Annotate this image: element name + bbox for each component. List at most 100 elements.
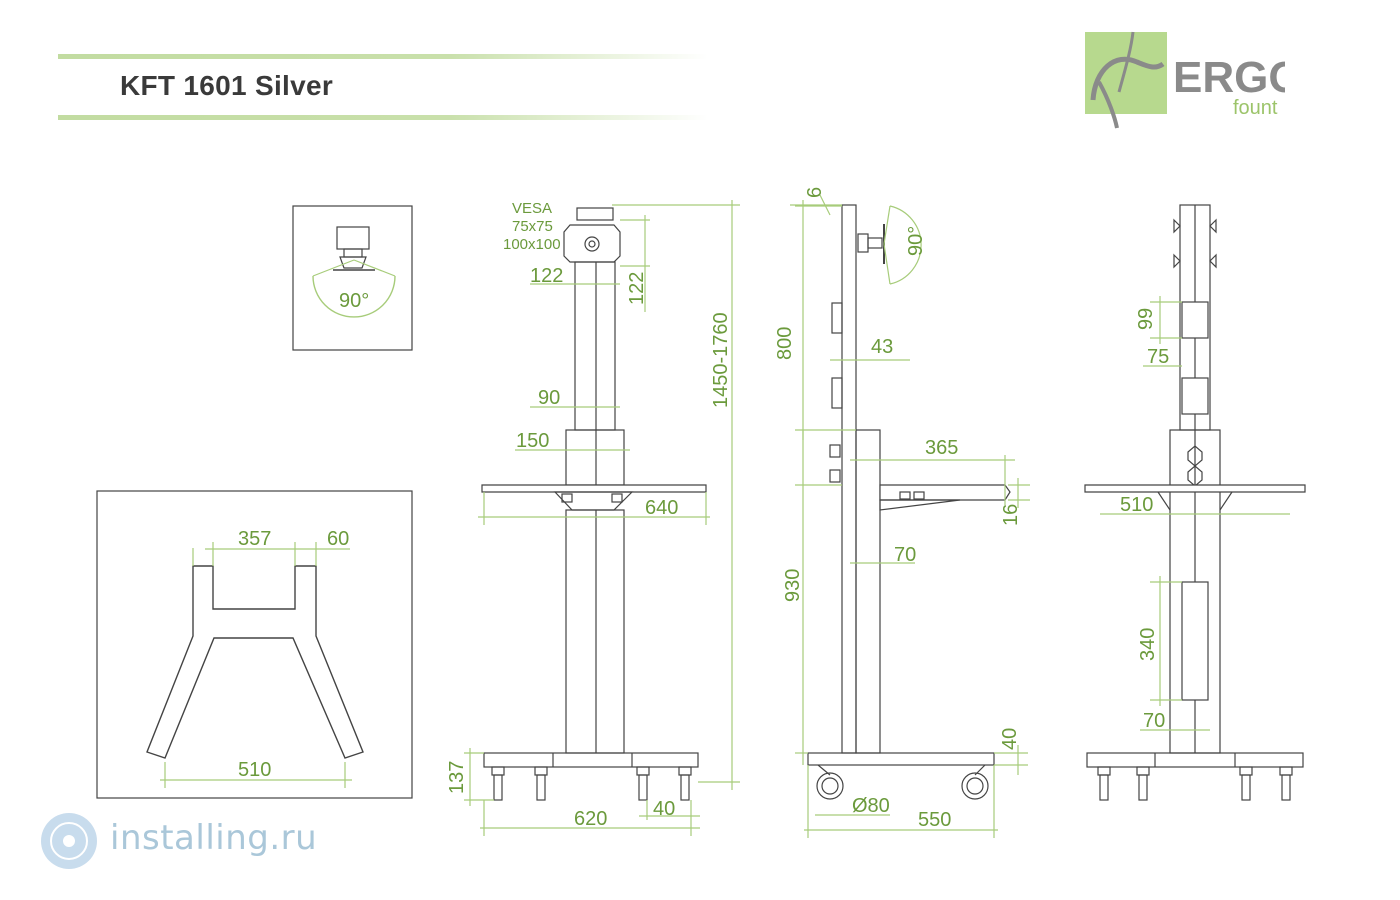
tilt-ray-right bbox=[353, 259, 396, 277]
dim-90: 90 bbox=[538, 387, 560, 409]
side-shelf bbox=[879, 484, 1011, 501]
shelf-bracket bbox=[553, 491, 634, 511]
caster-wheel-icon bbox=[1281, 774, 1291, 801]
side-base bbox=[807, 752, 995, 766]
dim-60: 60 bbox=[327, 528, 349, 550]
front-casters bbox=[491, 766, 692, 801]
watermark-gear-center bbox=[63, 835, 75, 847]
bracket-bolt bbox=[611, 493, 623, 503]
logo-brand-bottom: fount bbox=[1233, 97, 1278, 119]
dim-6: 6 bbox=[804, 187, 826, 198]
dim-510-base: 510 bbox=[238, 759, 271, 781]
dim-16: 16 bbox=[1000, 504, 1022, 526]
side-shelf-bracket bbox=[879, 499, 961, 511]
front-dimension-lines bbox=[464, 200, 740, 836]
dim-70-rear: 70 bbox=[1143, 710, 1165, 732]
mount-head-icon bbox=[336, 226, 370, 250]
side-column bbox=[841, 204, 857, 754]
rear-cable-cover bbox=[1181, 581, 1209, 701]
tilt-arc bbox=[312, 275, 396, 318]
dim-365: 365 bbox=[925, 437, 958, 459]
watermark-logo bbox=[36, 808, 326, 874]
caster-wheel-icon bbox=[638, 774, 648, 801]
base-frame-shape bbox=[146, 565, 364, 759]
upper-column bbox=[574, 261, 616, 431]
side-wheel-icon bbox=[816, 772, 844, 800]
cable-clip-icon bbox=[1181, 301, 1209, 339]
front-shelf bbox=[481, 484, 707, 493]
rear-hex-bolt-icon bbox=[1187, 465, 1203, 487]
side-wheel-icon bbox=[961, 772, 989, 800]
dim-99: 99 bbox=[1135, 308, 1157, 330]
dim-800: 800 bbox=[774, 327, 796, 360]
rear-mount-tab bbox=[1173, 218, 1181, 234]
side-view: 6 90° 800 43 365 16 70 930 40 Ø80 550 bbox=[774, 187, 1030, 838]
front-base bbox=[483, 752, 699, 768]
top-bracket bbox=[576, 207, 614, 221]
watermark-text: installing.ru bbox=[110, 818, 318, 858]
side-tilt-arc bbox=[889, 205, 922, 285]
base-top-view: 357 60 510 bbox=[96, 490, 413, 799]
column-sleeve bbox=[565, 429, 625, 486]
mount-neck bbox=[343, 248, 363, 258]
ext-line bbox=[883, 243, 891, 285]
caster-wheel-icon bbox=[1099, 774, 1109, 801]
tilt-detail-frame bbox=[292, 205, 413, 351]
rear-hex-bolt-icon bbox=[1187, 445, 1203, 467]
side-tilt-label: 90° bbox=[905, 226, 927, 256]
vesa-center-inner bbox=[588, 240, 596, 248]
caster-mount bbox=[1279, 766, 1293, 776]
dim-122-width: 122 bbox=[530, 265, 563, 287]
caster-mount bbox=[1239, 766, 1253, 776]
dim-70-side: 70 bbox=[894, 544, 916, 566]
lower-column bbox=[565, 509, 625, 754]
side-clip bbox=[831, 302, 843, 334]
dim-122-height: 122 bbox=[626, 272, 648, 305]
mount-joint bbox=[339, 256, 367, 269]
caster-wheel-icon bbox=[1241, 774, 1251, 801]
side-wheel-fork bbox=[817, 764, 831, 776]
vesa-center bbox=[584, 236, 600, 252]
caster-wheel-icon bbox=[1138, 774, 1148, 801]
page-title: KFT 1601 Silver bbox=[120, 70, 334, 101]
side-lower-column bbox=[855, 429, 881, 754]
base-view-frame bbox=[96, 490, 413, 799]
caster-mount bbox=[534, 766, 548, 776]
tilt-detail: 90° bbox=[292, 205, 413, 351]
header-line-top bbox=[58, 54, 708, 59]
dim-80-wheel: Ø80 bbox=[852, 795, 890, 817]
rear-mount-tab bbox=[1173, 253, 1181, 269]
logo-stem-icon bbox=[1097, 81, 1119, 129]
vesa-title: VESA bbox=[512, 200, 552, 217]
bracket-bolt bbox=[913, 491, 925, 500]
rear-mount-tab bbox=[1209, 253, 1217, 269]
logo-swoosh-icon bbox=[1090, 56, 1165, 101]
dim-340: 340 bbox=[1137, 628, 1159, 661]
watermark-gear-icon bbox=[50, 822, 88, 860]
tilt-angle-label: 90° bbox=[339, 290, 369, 312]
rear-base bbox=[1086, 752, 1304, 768]
vesa-plate-icon bbox=[563, 224, 621, 263]
dim-137: 137 bbox=[446, 761, 468, 794]
side-mount-arm bbox=[867, 237, 883, 249]
side-wheel-fork bbox=[974, 764, 986, 776]
caster-wheel-icon bbox=[680, 774, 690, 801]
bracket-bolt bbox=[561, 493, 573, 503]
dim-150: 150 bbox=[516, 430, 549, 452]
dim-510-rear: 510 bbox=[1120, 494, 1153, 516]
dim-40-front: 40 bbox=[653, 798, 675, 820]
logo-brand-top: ERGO bbox=[1173, 53, 1285, 102]
rear-shelf bbox=[1084, 484, 1306, 493]
cable-clip-icon bbox=[1181, 377, 1209, 415]
ext-line bbox=[883, 205, 891, 245]
front-view: VESA 75x75 100x100 bbox=[446, 200, 740, 836]
dim-640: 640 bbox=[645, 497, 678, 519]
side-knob bbox=[829, 444, 841, 458]
side-clip bbox=[831, 377, 843, 409]
vesa-75: 75x75 bbox=[512, 218, 553, 235]
rear-mount-tab bbox=[1209, 218, 1217, 234]
logo-blade-icon bbox=[1117, 31, 1135, 93]
caster-mount bbox=[636, 766, 650, 776]
dim-930: 930 bbox=[782, 569, 804, 602]
